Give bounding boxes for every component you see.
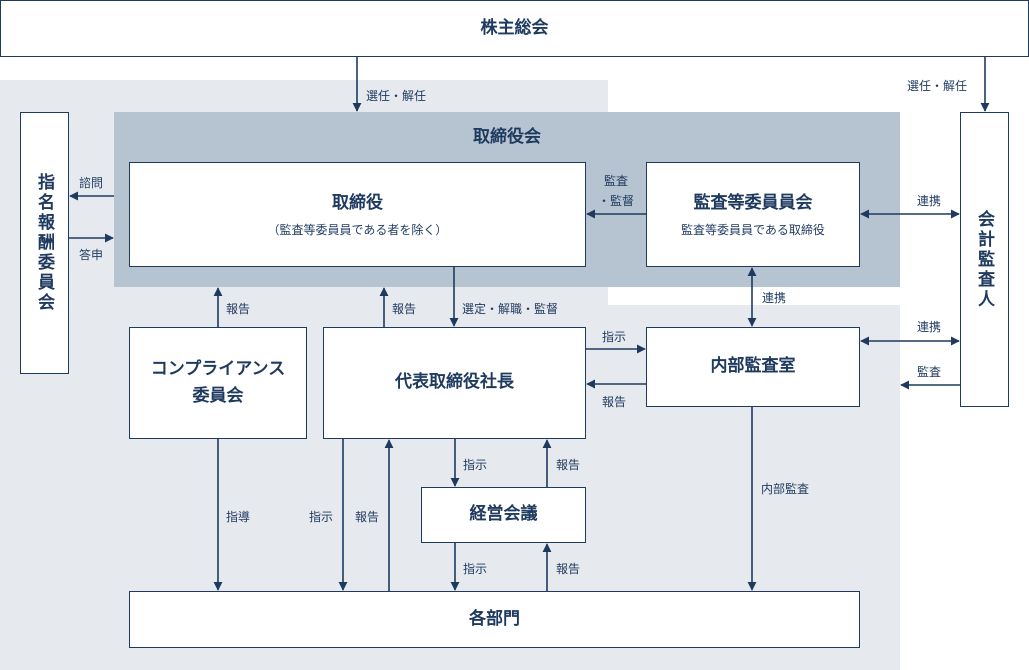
- label-report-president: 報告: [392, 302, 417, 316]
- compliance-committee-title-2: 委員会: [192, 386, 244, 406]
- nomination-committee-title: 指名報酬委員会: [34, 173, 54, 313]
- label-internal-audit: 内部監査: [761, 482, 810, 496]
- accounting-auditor-title: 会計監査人: [974, 209, 994, 310]
- management-meeting-box: 経営会議: [421, 487, 586, 543]
- label-instruct-mgmt: 指示: [463, 458, 488, 472]
- label-audit-oversight-line2: ・監督: [597, 194, 634, 209]
- president-box: 代表取締役社長: [323, 327, 586, 439]
- label-audit-by-auditor: 監査: [917, 365, 942, 379]
- label-instruct-mgmt-depts: 指示: [463, 562, 488, 576]
- label-instruct-depts: 指示: [309, 510, 334, 524]
- label-select-dismiss-supervise: 選定・解職・監督: [462, 302, 559, 316]
- label-report-internal: 報告: [602, 395, 627, 409]
- directors-box: 取締役 （監査等委員員である者を除く）: [129, 162, 586, 267]
- compliance-committee-title-1: コンプライアンス: [150, 358, 286, 379]
- label-audit-oversight-line1: 監査: [603, 174, 628, 188]
- board-title: 取締役会: [473, 127, 541, 147]
- management-meeting-title: 経営会議: [469, 504, 538, 525]
- internal-audit-title: 内部監査室: [710, 356, 796, 377]
- label-instruct-internal: 指示: [602, 330, 627, 344]
- departments-title: 各部門: [469, 608, 520, 629]
- label-report-back: 答申: [79, 248, 104, 262]
- label-report-mgmt: 報告: [556, 458, 581, 472]
- label-report-depts: 報告: [355, 510, 380, 524]
- label-cooperate-internal: 連携: [762, 291, 787, 305]
- compliance-committee-box: コンプライアンス 委員会: [129, 327, 307, 439]
- directors-note: （監査等委員員である者を除く）: [267, 223, 448, 238]
- president-title: 代表取締役社長: [395, 372, 514, 393]
- internal-audit-box: 内部監査室: [646, 327, 860, 407]
- label-cooperate-auditor: 連携: [917, 194, 942, 208]
- label-cooperate-internal-auditor: 連携: [917, 320, 942, 334]
- accounting-auditor-box: 会計監査人: [960, 112, 1009, 407]
- audit-committee-note: 監査等委員員である取締役: [681, 223, 825, 238]
- label-elect-dismiss: 選任・解任: [366, 89, 427, 103]
- label-report-compliance: 報告: [226, 302, 251, 316]
- nomination-committee-box: 指名報酬委員会: [20, 112, 69, 374]
- label-guidance: 指導: [226, 510, 251, 524]
- label-report-depts-mgmt: 報告: [556, 562, 581, 576]
- shareholders-meeting-title: 株主総会: [480, 17, 549, 38]
- audit-committee-box: 監査等委員員会 監査等委員員である取締役: [646, 162, 860, 267]
- label-audit-oversight: 監査 ・監督: [588, 174, 644, 209]
- label-consult: 諮問: [79, 176, 104, 190]
- label-elect-dismiss-auditor: 選任・解任: [907, 79, 968, 93]
- departments-box: 各部門: [129, 591, 860, 648]
- directors-title: 取締役: [332, 192, 383, 213]
- audit-committee-title: 監査等委員員会: [693, 192, 813, 213]
